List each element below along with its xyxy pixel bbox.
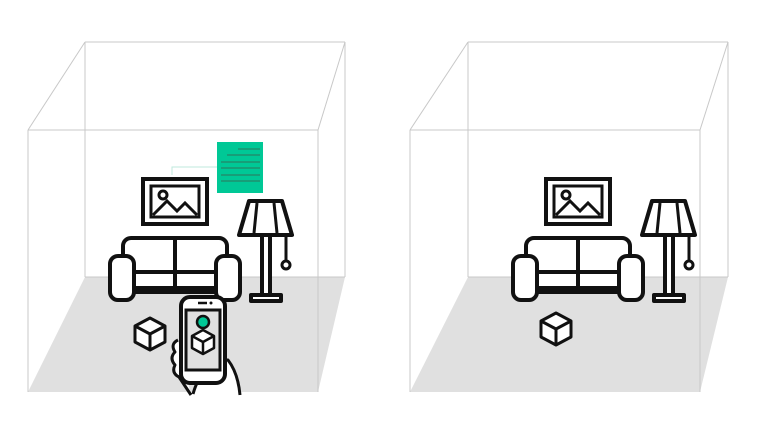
smartphone-icon (179, 295, 227, 385)
room-edges (409, 41, 729, 392)
furniture-group (108, 177, 294, 303)
room-left (27, 41, 346, 396)
room-right (409, 41, 729, 392)
box-icon (133, 316, 167, 352)
box-icon (190, 328, 216, 356)
furniture-group (511, 177, 697, 303)
ar-marker-icon (195, 314, 211, 330)
box-icon (539, 311, 573, 347)
ar-note-icon (171, 142, 263, 193)
